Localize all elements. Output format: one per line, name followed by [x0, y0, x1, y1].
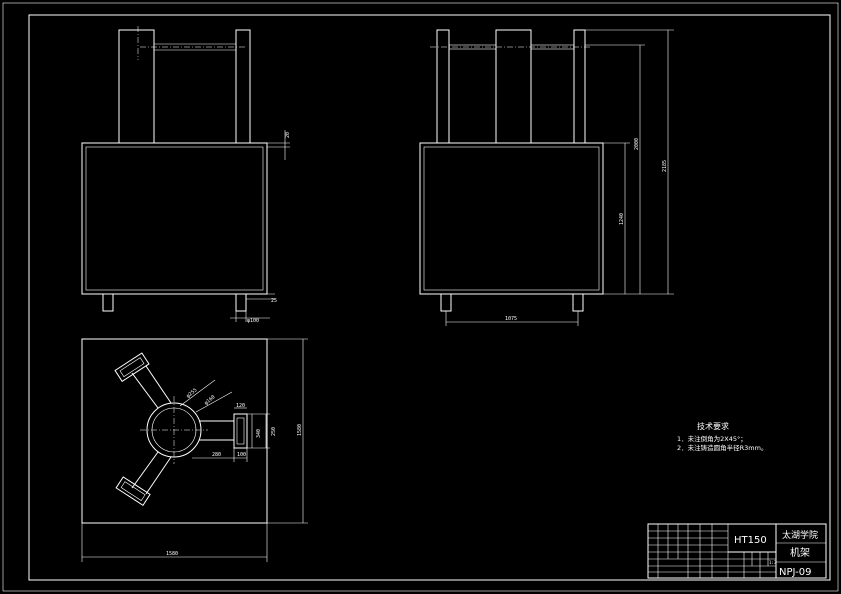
plan-dim-pad-h2: 250: [271, 427, 277, 436]
front-dim-foot: φ100: [247, 318, 259, 324]
plan-upper-pad: [114, 352, 150, 383]
front-left-foot: [102, 293, 114, 312]
side-dim-width: 1075: [505, 316, 517, 322]
title-school: 太湖学院: [782, 529, 818, 541]
plan-view: φ255 φ160 120 340 250 280 100 1580 1580: [81, 338, 308, 562]
title-block: HT150 太湖学院 机架 NPJ-09 1:3: [647, 523, 827, 579]
plan-dim-pad-w: 120: [236, 403, 245, 409]
front-dim-top-right: 20: [285, 132, 291, 138]
front-right-foot: [235, 293, 247, 312]
side-dim-height-2: 2185: [662, 160, 668, 172]
notes-line-2: 2．未注铸造圆角半径R3mm。: [677, 443, 767, 452]
inner-border: [28, 14, 831, 581]
side-box: [419, 142, 604, 295]
plan-dim-pad-h1: 340: [256, 429, 262, 438]
plan-lower-pad: [115, 476, 151, 506]
side-dim-height-3: 1240: [619, 213, 625, 225]
front-box: [81, 142, 268, 295]
plan-dim-d1: φ255: [185, 387, 198, 399]
notes-title: 技术要求: [697, 421, 729, 431]
side-right-foot: [572, 293, 584, 312]
plan-dim-base-height: 1580: [297, 424, 303, 436]
front-dim-bottom-right: 25: [271, 298, 277, 304]
notes-line-1: 1．未注倒角为2X45°；: [677, 434, 747, 443]
technical-notes: 技术要求 1．未注倒角为2X45°； 2．未注铸造圆角半径R3mm。: [677, 421, 767, 452]
side-view: 1075 2185 2000 1240: [419, 29, 674, 326]
plan-right-pad: [233, 413, 248, 449]
plan-dim-arm-len: 280: [212, 452, 221, 458]
side-left-foot: [440, 293, 452, 312]
title-part-name: 机架: [790, 546, 810, 559]
plan-dim-arm-end: 100: [237, 452, 246, 458]
plan-dim-base-width: 1580: [166, 551, 178, 557]
side-dim-height-1: 2000: [634, 138, 640, 150]
title-material: HT150: [734, 535, 767, 546]
title-code: NPJ-09: [779, 567, 811, 578]
plan-base: [81, 338, 268, 524]
title-scale: 1:3: [769, 560, 777, 565]
plan-dim-d2: φ160: [203, 394, 216, 406]
front-view: 20 25 φ100: [81, 26, 291, 324]
